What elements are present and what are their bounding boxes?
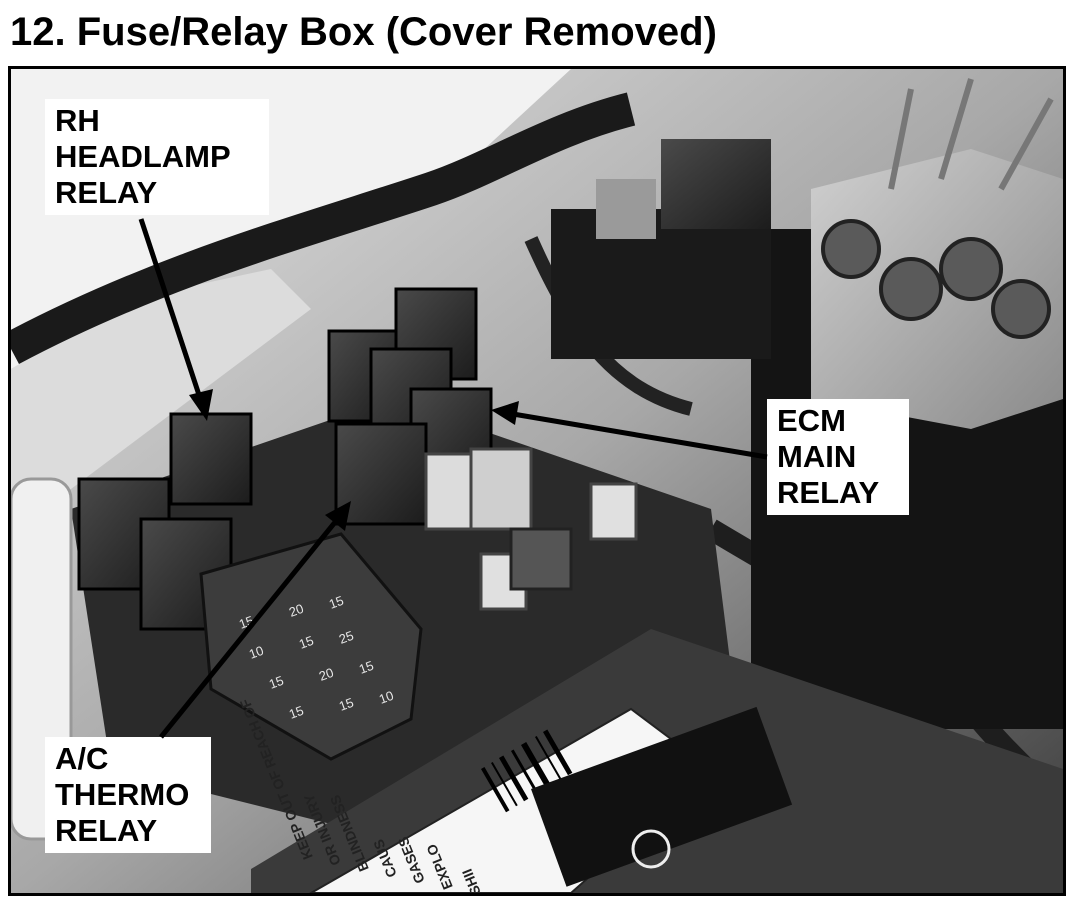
fuse-label: 15 (337, 695, 356, 714)
abs-port (821, 219, 881, 279)
rear-relay-bracket (551, 209, 771, 359)
callout-line: RELAY (55, 175, 158, 210)
recycle-panel (531, 706, 793, 887)
rh-headlamp-relay (169, 412, 253, 506)
brake-lines (888, 78, 1054, 191)
abs-port (939, 237, 1003, 301)
recycle-icon (631, 829, 671, 869)
fuse (509, 527, 573, 591)
callout-ecm-main-relay: ECM MAIN RELAY (767, 399, 909, 515)
abs-port (879, 257, 943, 321)
maxi-fuse (589, 482, 638, 541)
callout-line: RELAY (55, 813, 158, 848)
maxi-fuse (424, 452, 478, 531)
fuse-label: 10 (377, 688, 396, 707)
maxi-fuse (469, 447, 533, 531)
barcode (480, 729, 573, 813)
callout-line: THERMO (55, 777, 190, 812)
fuse-label: 15 (357, 658, 376, 677)
callout-rh-headlamp-relay: RH HEADLAMP RELAY (45, 99, 269, 215)
callout-ac-thermo-relay: A/C THERMO RELAY (45, 737, 211, 853)
abs-port (991, 279, 1051, 339)
callout-line: HEADLAMP (55, 139, 231, 174)
callout-line: RH (55, 103, 100, 138)
callout-line: MAIN (777, 439, 857, 474)
fuse-label: 25 (337, 628, 356, 647)
callout-line: A/C (55, 741, 109, 776)
wiring-harness (11, 92, 636, 365)
maxi-fuse (596, 179, 656, 239)
callout-line: RELAY (777, 475, 880, 510)
rear-relay (661, 139, 771, 229)
page-title: 12. Fuse/Relay Box (Cover Removed) (10, 10, 717, 54)
ac-thermo-relay (334, 422, 428, 526)
callout-line: ECM (777, 403, 846, 438)
